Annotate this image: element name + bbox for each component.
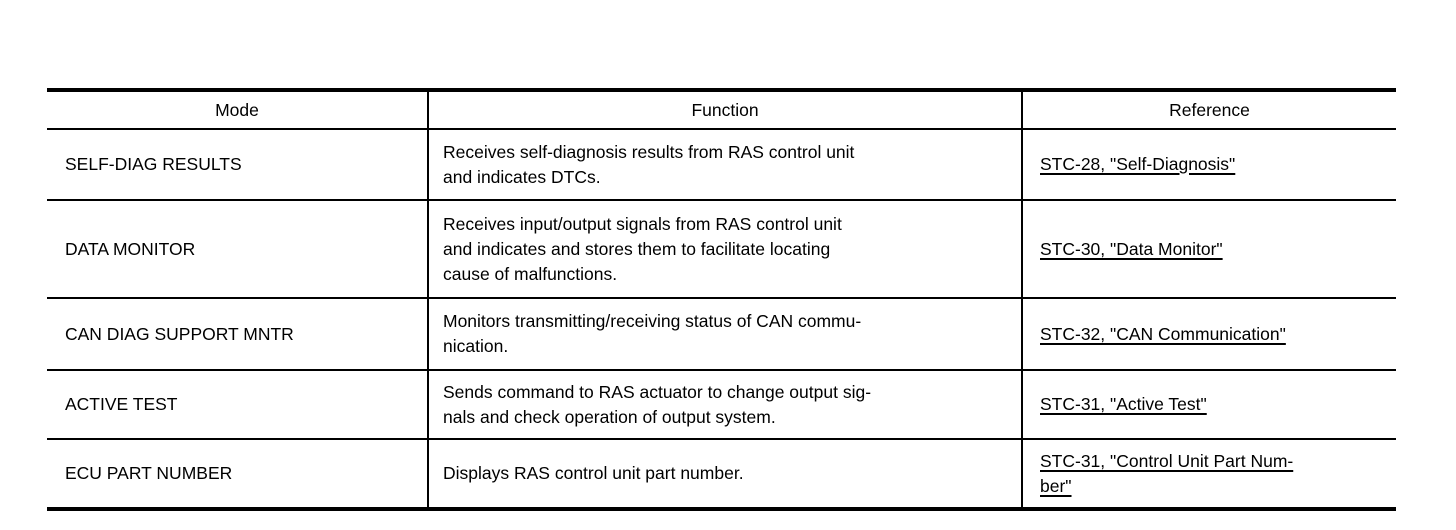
reference-cell: STC-30, "Data Monitor" [1022, 200, 1396, 299]
reference-cell: STC-31, "Active Test" [1022, 370, 1396, 440]
function-cell: Receives input/output signals from RAS c… [427, 200, 1023, 299]
column-header-reference: Reference [1022, 90, 1396, 130]
function-cell: Receives self-diagnosis results from RAS… [427, 129, 1023, 201]
table-row-data-monitor: DATA MONITOR Receives input/output signa… [47, 200, 1396, 299]
reference-cell: STC-31, "Control Unit Part Num- ber" [1022, 439, 1396, 509]
table-row-self-diag-results: SELF-DIAG RESULTS Receives self-diagnosi… [47, 129, 1396, 201]
table-row-active-test: ACTIVE TEST Sends command to RAS actuato… [47, 370, 1396, 440]
mode-cell: SELF-DIAG RESULTS [47, 129, 428, 201]
function-cell: Displays RAS control unit part number. [427, 439, 1023, 509]
column-header-mode: Mode [47, 90, 428, 130]
consult-function-table: Mode Function Reference SELF-DIAG RESULT… [47, 88, 1396, 511]
reference-link-can-communication[interactable]: STC-32, "CAN Communication" [1040, 323, 1286, 344]
function-cell: Monitors transmitting/receiving status o… [427, 298, 1023, 371]
mode-cell: ECU PART NUMBER [65, 463, 233, 483]
mode-cell: ACTIVE TEST [47, 370, 428, 440]
column-header-function: Function [427, 90, 1023, 130]
function-cell: Sends command to RAS actuator to change … [427, 370, 1023, 440]
reference-cell: STC-28, "Self-Diagnosis" [1022, 129, 1396, 201]
reference-link-control-unit-part-number[interactable]: STC-31, "Control Unit Part Num- ber" [1040, 450, 1294, 496]
reference-link-data-monitor[interactable]: STC-30, "Data Monitor" [1040, 238, 1223, 259]
table-header-row: Mode Function Reference [47, 90, 1396, 130]
reference-cell: STC-32, "CAN Communication" [1022, 298, 1396, 371]
table-row-can-diag-support-mntr: CAN DIAG SUPPORT MNTR Monitors transmitt… [47, 298, 1396, 371]
mode-cell: CAN DIAG SUPPORT MNTR [47, 298, 428, 371]
table-row-ecu-part-number: ECU PART NUMBER Displays RAS control uni… [47, 439, 1396, 509]
mode-cell: DATA MONITOR [47, 200, 428, 299]
reference-link-self-diagnosis[interactable]: STC-28, "Self-Diagnosis" [1040, 154, 1236, 174]
reference-link-active-test[interactable]: STC-31, "Active Test" [1040, 394, 1207, 414]
